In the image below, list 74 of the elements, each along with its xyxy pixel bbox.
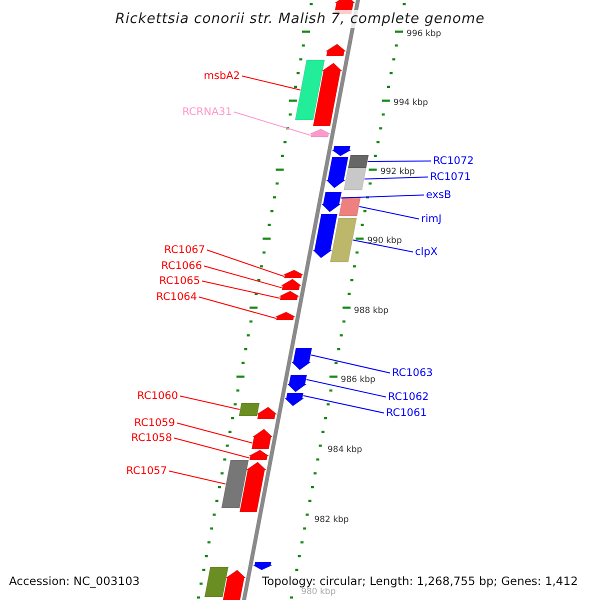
tick-label: 990 kbp bbox=[367, 235, 402, 248]
gene-feature bbox=[284, 392, 304, 406]
gene-feature bbox=[312, 62, 342, 126]
leader-line bbox=[234, 112, 312, 136]
cog-bar bbox=[221, 460, 249, 508]
cog-bar bbox=[348, 154, 369, 168]
tick-label: 980 kbp bbox=[301, 587, 336, 599]
gene-feature bbox=[321, 192, 342, 212]
gene-label: RC1060 bbox=[137, 389, 178, 403]
gene-label: msbA2 bbox=[204, 69, 240, 83]
gene-label: RC1061 bbox=[386, 406, 427, 420]
tick-label: 994 kbp bbox=[393, 97, 428, 110]
gene-feature bbox=[332, 146, 352, 156]
gene-label: RC1063 bbox=[392, 366, 433, 380]
gene-label: RC1066 bbox=[161, 259, 202, 273]
leader-line bbox=[242, 76, 301, 90]
gene-feature bbox=[256, 406, 278, 420]
gene-label: RC1062 bbox=[388, 390, 429, 404]
leader-line bbox=[202, 280, 280, 299]
gene-feature bbox=[275, 312, 296, 320]
tick-label: 988 kbp bbox=[354, 305, 389, 318]
leader-line bbox=[174, 438, 250, 458]
cog-bar bbox=[330, 218, 357, 262]
gene-label: RC1067 bbox=[164, 243, 205, 257]
gene-label: RC1072 bbox=[433, 154, 474, 168]
gene-feature bbox=[326, 44, 346, 56]
gene-feature bbox=[278, 290, 300, 300]
genome-stats-text: Topology: circular; Length: 1,268,755 bp; Genes: 1,412 bbox=[262, 574, 578, 588]
gene-feature bbox=[310, 128, 330, 138]
tick-label: 986 kbp bbox=[340, 374, 376, 387]
gene-label: RC1071 bbox=[430, 170, 471, 184]
leader-line bbox=[340, 194, 424, 198]
gene-feature bbox=[283, 270, 304, 278]
leader-line bbox=[367, 160, 432, 162]
gene-label: exsB bbox=[426, 188, 452, 202]
gene-feature bbox=[291, 348, 312, 370]
gene-label: clpX bbox=[415, 245, 438, 259]
gene-feature bbox=[287, 374, 308, 392]
tick-label: 984 kbp bbox=[328, 444, 362, 457]
leader-line bbox=[204, 266, 282, 288]
gene-label: RC1065 bbox=[159, 274, 200, 288]
tick-label: 982 kbp bbox=[314, 514, 349, 527]
gene-label: RCRNA31 bbox=[182, 105, 232, 119]
gene-feature bbox=[326, 156, 348, 188]
gene-feature bbox=[252, 562, 272, 570]
leader-line bbox=[352, 240, 414, 252]
tick-label: 992 kbp bbox=[380, 166, 415, 179]
cog-bar bbox=[238, 402, 260, 416]
leader-line bbox=[364, 176, 428, 180]
cog-bar bbox=[204, 566, 229, 598]
gene-feature bbox=[312, 214, 338, 258]
gene-feature bbox=[248, 450, 270, 460]
leader-line bbox=[302, 395, 384, 414]
gene-label: RC1059 bbox=[134, 416, 175, 430]
leader-line bbox=[180, 396, 240, 410]
leader-line bbox=[168, 470, 226, 484]
gene-feature bbox=[239, 462, 266, 512]
leader-line bbox=[206, 250, 284, 277]
gene-feature bbox=[280, 278, 302, 290]
leader-line bbox=[198, 296, 276, 319]
gene-label: RC1058 bbox=[131, 431, 172, 445]
gene-label: RC1057 bbox=[126, 464, 167, 478]
gene-feature bbox=[251, 428, 273, 450]
gene-label: RC1064 bbox=[156, 290, 197, 304]
leader-line bbox=[306, 379, 386, 398]
cog-bar bbox=[344, 168, 366, 190]
gene-feature bbox=[220, 570, 246, 600]
leader-line bbox=[176, 422, 253, 444]
gene-label: rimJ bbox=[421, 212, 442, 226]
leader-line bbox=[310, 354, 390, 374]
cog-bar bbox=[294, 60, 325, 120]
accession-text: Accession: NC_003103 bbox=[9, 574, 140, 588]
tick-label: 996 kbp bbox=[406, 28, 442, 41]
leader-line bbox=[358, 206, 420, 220]
